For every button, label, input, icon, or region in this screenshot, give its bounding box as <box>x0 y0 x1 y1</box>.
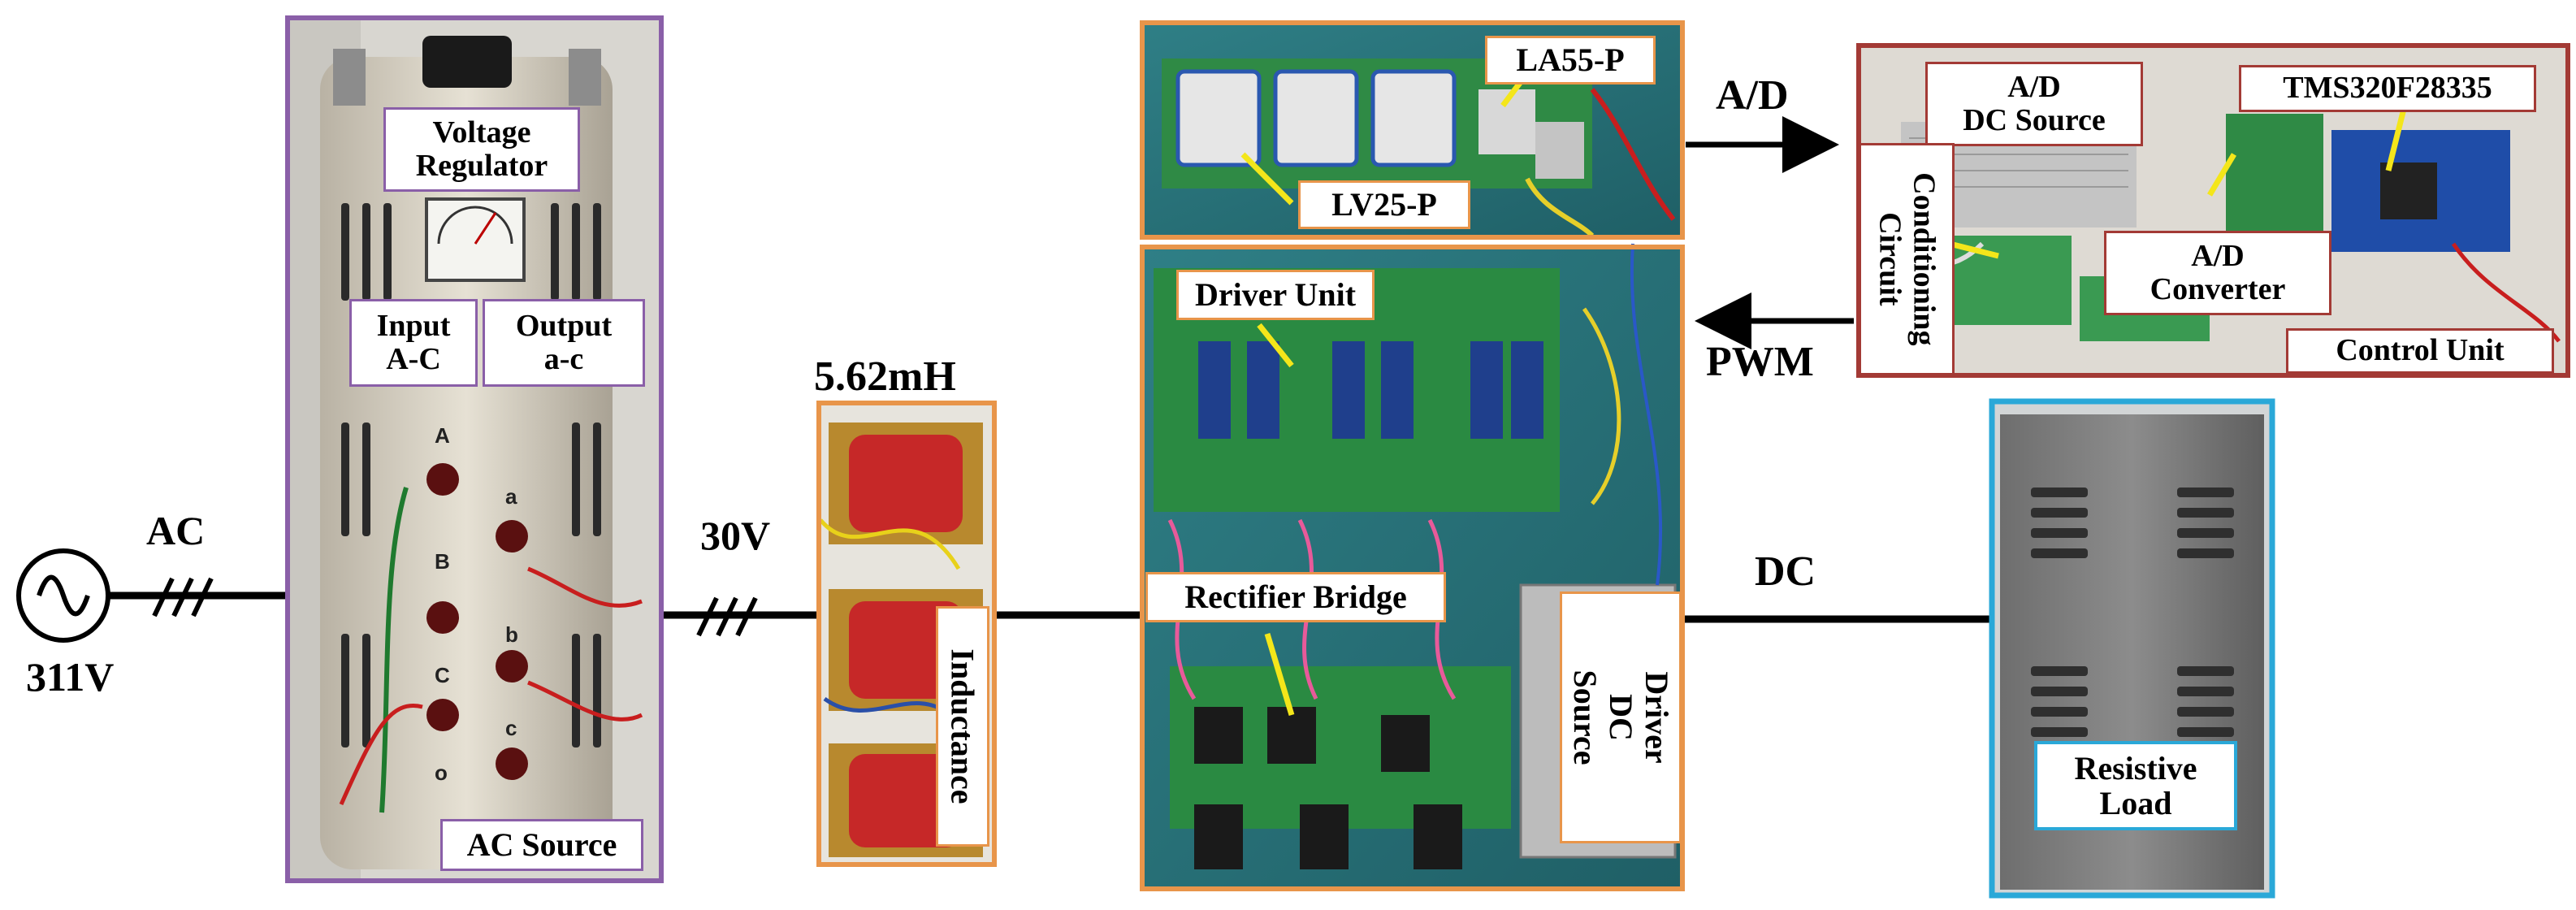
ad-arrow-label: A/D <box>1716 72 1789 119</box>
driver-dc-source-label: Driver DC Source <box>1560 592 1682 843</box>
voltage-regulator-label: Voltage Regulator <box>383 107 580 192</box>
output-label: Output a-c <box>483 299 645 387</box>
terminal-output-2: c <box>505 716 517 740</box>
ad-dc-source-label: A/D DC Source <box>1925 62 2143 146</box>
converter-frame <box>1140 245 1685 891</box>
ad-converter-label: A/D Converter <box>2104 231 2331 315</box>
regulator-terminal-letters: A B C o a b c <box>435 423 518 785</box>
sensor-board-photo <box>1142 23 1682 238</box>
source-type-label: AC <box>146 508 206 553</box>
pwm-arrow-label: PWM <box>1706 339 1814 385</box>
converter-photo <box>1142 243 1682 889</box>
inductance-value-label: 5.62mH <box>814 353 956 400</box>
source-amplitude-label: 311V <box>26 654 115 700</box>
terminal-input-1: B <box>435 549 450 574</box>
resistive-load-label: Resistive Load <box>2034 741 2237 830</box>
inductance-label: Inductance <box>936 606 989 847</box>
inductor-frame <box>816 401 997 867</box>
ac-source-frame <box>285 15 664 883</box>
terminal-input-2: C <box>435 663 450 687</box>
dc-arrow-label: DC <box>1755 548 1816 595</box>
la55-label: LA55-P <box>1485 36 1656 84</box>
conditioning-circuit-label: Conditioning Circuit <box>1859 143 1955 375</box>
resistive-load-frame <box>1989 398 2275 899</box>
control-unit-label: Control Unit <box>2286 328 2554 374</box>
sensor-board-frame <box>1140 20 1685 240</box>
terminal-input-0: A <box>435 423 450 448</box>
three-phase-mark-mid <box>696 596 758 637</box>
three-phase-mark-left <box>152 577 214 618</box>
terminal-output-1: b <box>505 622 518 647</box>
rectifier-bridge-label: Rectifier Bridge <box>1145 572 1446 622</box>
driver-unit-label: Driver Unit <box>1176 270 1375 320</box>
ac-source-photo <box>288 18 661 881</box>
input-label: Input A-C <box>349 299 478 387</box>
terminal-input-3: o <box>435 760 448 785</box>
ac-source-label: AC Source <box>440 819 643 871</box>
ac-source-symbol <box>16 548 110 643</box>
tms-label: TMS320F28335 <box>2239 65 2536 112</box>
terminal-output-0: a <box>505 484 517 509</box>
lv25-label: LV25-P <box>1298 180 1470 229</box>
line-voltage-label: 30V <box>700 513 771 558</box>
